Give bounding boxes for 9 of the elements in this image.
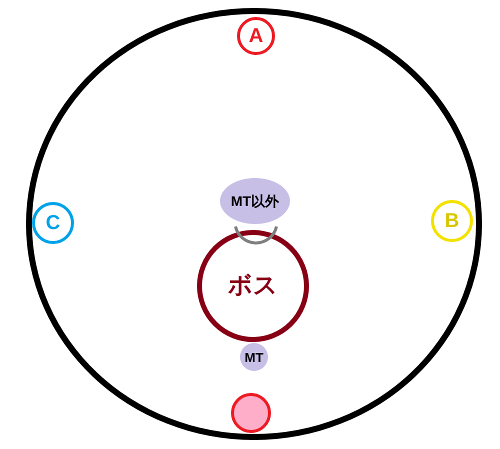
arc-icon [233,225,279,247]
party-marker: MT以外 [220,178,290,224]
tank-marker: MT [240,343,268,371]
marker-dot-icon [231,393,271,433]
waymark-circle: C [32,202,74,244]
boss-circle: ボス [197,230,309,342]
waymark-circle: B [431,200,473,242]
waymark-circle: A [237,17,275,55]
arena-circle [26,8,482,440]
